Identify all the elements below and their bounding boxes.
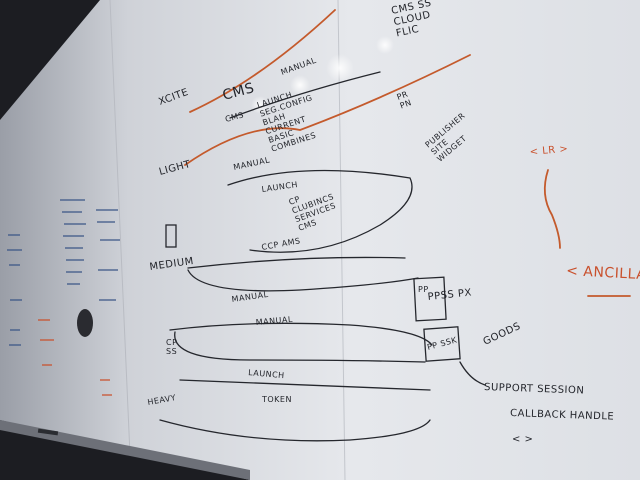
label-launch-low: LAUNCH (248, 368, 285, 380)
arrow (187, 269, 419, 292)
arrow (229, 71, 381, 119)
arrow (179, 379, 431, 391)
label-pp: PP (418, 285, 429, 294)
small-box (165, 224, 177, 248)
arrow (169, 322, 433, 346)
light-glare (290, 75, 310, 95)
label-support-session: SUPPORT SESSION (484, 382, 585, 396)
connector (459, 361, 486, 386)
red-squiggle (543, 169, 561, 249)
label-brackets: < > (512, 434, 533, 445)
light-glare (326, 54, 354, 82)
arrow (187, 256, 406, 269)
pp-ssk-box (423, 326, 461, 362)
loop (227, 169, 413, 253)
eraser (77, 309, 93, 337)
label-pr: PRPN (396, 89, 413, 110)
arrow (159, 419, 431, 442)
marker-tray (0, 420, 250, 480)
red-line (184, 54, 471, 166)
arrow (174, 331, 426, 363)
label-ancillary: < ANCILLA (566, 263, 640, 283)
note-top-right: CMS SSCLOUDFLIC (390, 0, 437, 39)
light-glare (376, 36, 394, 54)
label-lr: < LR > (529, 144, 568, 158)
label-manual-low2: MANUAL (255, 315, 293, 327)
marker (37, 428, 59, 436)
faint-notes (7, 199, 120, 396)
label-callback: CALLBACK HANDLE (510, 408, 614, 423)
board-seam (109, 0, 131, 456)
label-token: TOKEN (261, 395, 292, 404)
label-ppss: PPSS PX (427, 287, 472, 303)
red-line (189, 9, 336, 113)
pp-box (413, 276, 447, 322)
